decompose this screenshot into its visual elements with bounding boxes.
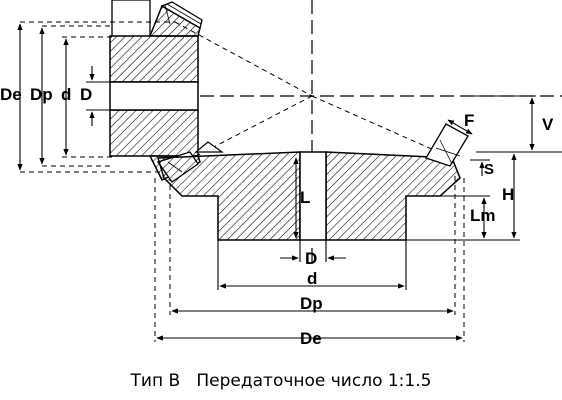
label-pinion-de: De [0,85,22,104]
label-gear-de: De [300,329,322,348]
caption: Тип B Передаточное число 1:1.5 [130,371,432,391]
label-pinion-bore-d: D [80,85,92,104]
label-pinion-d: d [61,85,71,104]
label-h: H [502,185,514,204]
label-s: S [484,161,494,178]
label-lm: Lm [470,206,496,225]
label-gear-bore-d: D [305,249,317,268]
label-gear-d: d [307,269,317,288]
dimension-lines [17,23,562,341]
label-pinion-dp: Dp [30,85,53,104]
label-face-width: F [464,111,474,130]
dimension-labels: De Dp d D L D d Dp De V F S H Lm [0,85,554,348]
ring-gear [157,123,469,241]
label-hub-length: L [300,188,310,207]
label-gear-dp: Dp [300,294,323,313]
label-v: V [542,115,554,134]
pinion-gear [109,0,203,183]
